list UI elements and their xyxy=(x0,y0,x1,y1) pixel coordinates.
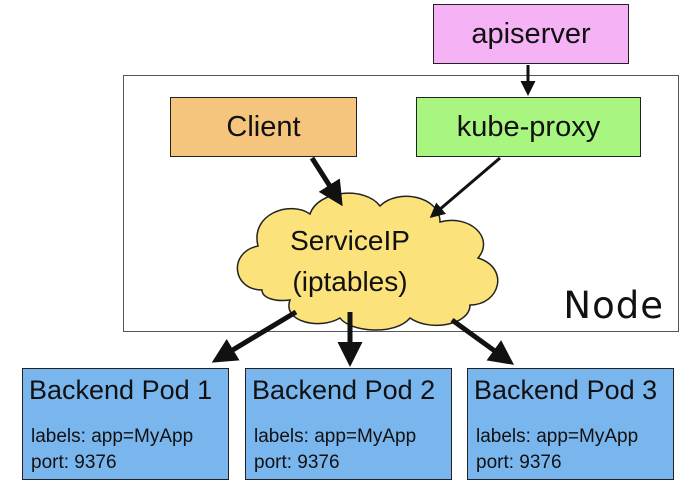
edge-service-ip-pod1 xyxy=(211,309,298,363)
service-ip-label: ServiceIP xyxy=(290,225,410,256)
apiserver-label: apiserver xyxy=(471,18,591,50)
edge-service-ip-pod3 xyxy=(450,317,515,365)
client-box: Client xyxy=(170,97,357,157)
pod-port: port: 9376 xyxy=(254,452,340,473)
kube-proxy-box: kube-proxy xyxy=(416,97,641,157)
pod-labels: labels: app=MyApp xyxy=(476,426,639,447)
client-label: Client xyxy=(226,111,301,143)
pod-title: Backend Pod 1 xyxy=(29,375,213,405)
backend-pod-2: Backend Pod 2 labels: app=MyApp port: 93… xyxy=(245,368,452,480)
kube-proxy-label: kube-proxy xyxy=(456,111,601,143)
backend-pod-3: Backend Pod 3 labels: app=MyApp port: 93… xyxy=(467,368,674,480)
node-label: Node xyxy=(563,284,664,327)
service-ip-cloud xyxy=(236,192,499,331)
node-boundary: Node xyxy=(123,75,679,332)
edge-client-service-ip xyxy=(309,156,343,207)
pod-port: port: 9376 xyxy=(476,452,562,473)
pod-title: Backend Pod 3 xyxy=(474,375,658,405)
pod-port: port: 9376 xyxy=(31,452,117,473)
pod-title: Backend Pod 2 xyxy=(252,375,436,405)
service-ip-sublabel: (iptables) xyxy=(292,266,408,297)
apiserver-box: apiserver xyxy=(433,4,629,64)
edge-kube-proxy-service-ip xyxy=(429,156,501,218)
pod-labels: labels: app=MyApp xyxy=(254,426,417,447)
backend-pod-1: Backend Pod 1 labels: app=MyApp port: 93… xyxy=(22,368,229,480)
pod-labels: labels: app=MyApp xyxy=(31,426,194,447)
